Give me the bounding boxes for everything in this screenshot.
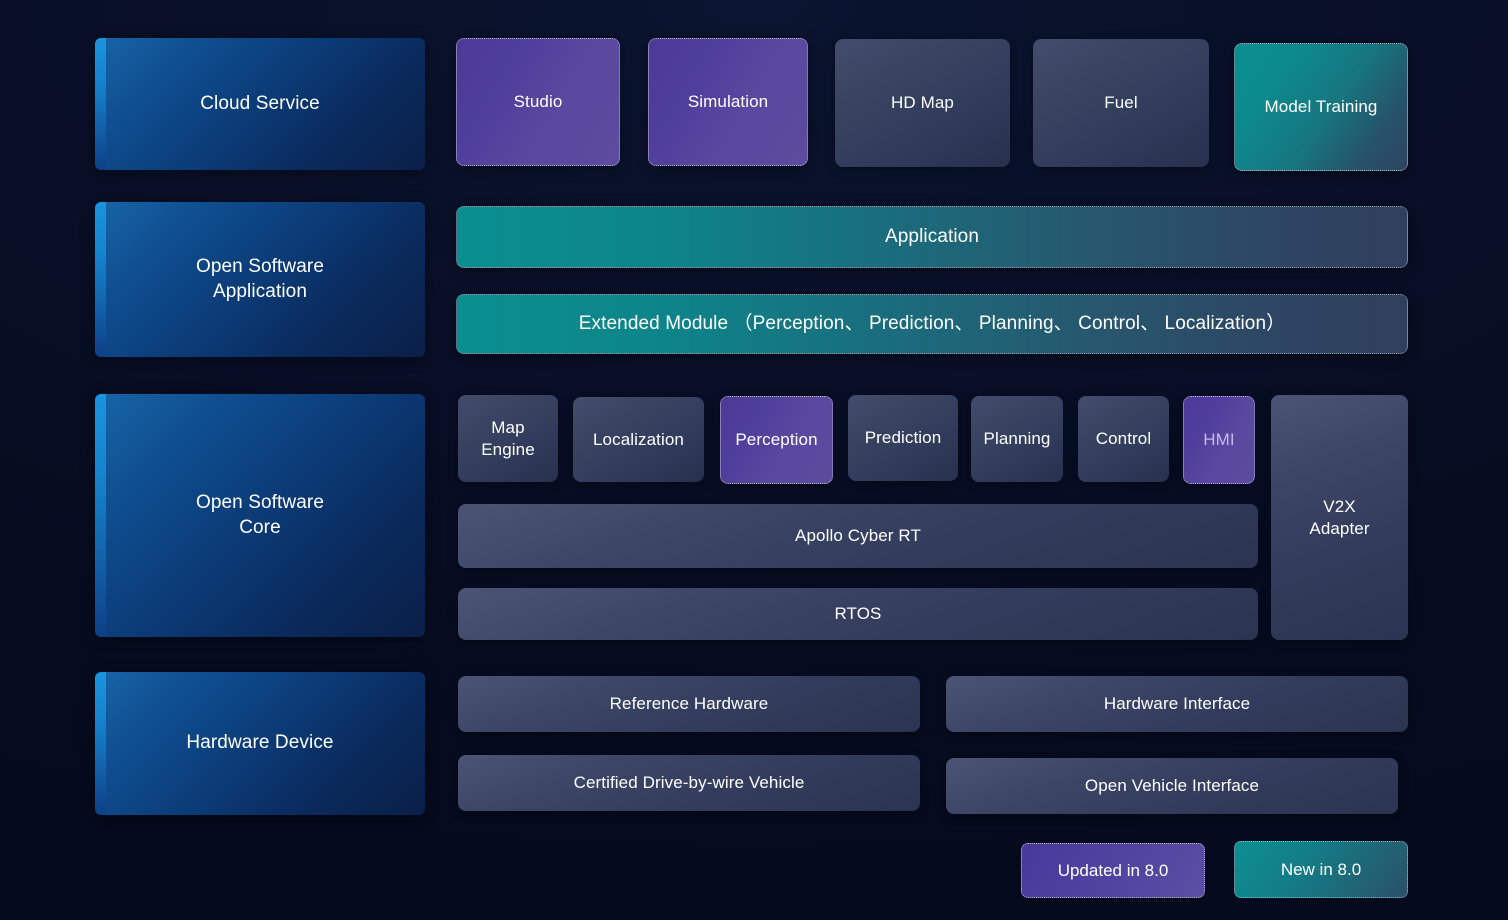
module-label: Planning	[983, 429, 1051, 449]
stage-card-open-software-core[interactable]: Open Software Core	[95, 394, 425, 637]
module-label: Application	[884, 225, 980, 247]
stage-card-open-software-application[interactable]: Open Software Application	[95, 202, 425, 357]
module-label: HMI	[1203, 430, 1235, 450]
module-hmi[interactable]: HMI	[1183, 396, 1255, 484]
module-prediction[interactable]: Prediction	[848, 395, 958, 481]
stage-card-label: Hardware Device	[186, 732, 334, 754]
module-label: Simulation	[687, 92, 769, 112]
module-label: Apollo Cyber RT	[795, 526, 921, 546]
stage-card-label: Cloud Service	[200, 92, 320, 114]
module-model-training[interactable]: Model Training	[1234, 43, 1408, 171]
module-application[interactable]: Application	[456, 206, 1408, 268]
module-label: Prediction	[864, 428, 942, 448]
module-label: Extended Module （Perception、 Prediction、…	[578, 312, 1286, 334]
module-perception[interactable]: Perception	[720, 396, 833, 484]
module-fuel[interactable]: Fuel	[1033, 39, 1209, 167]
module-label: Map Engine	[481, 417, 535, 459]
stage-card-label: Open Software Application	[195, 256, 325, 302]
stage-card-cloud-service[interactable]: Cloud Service	[95, 38, 425, 170]
module-label: Reference Hardware	[609, 694, 769, 714]
legend-new-in-8[interactable]: New in 8.0	[1234, 841, 1408, 898]
module-label: RTOS	[834, 604, 882, 624]
stage-card-hardware-device[interactable]: Hardware Device	[95, 672, 425, 815]
module-v2x-adapter[interactable]: V2X Adapter	[1271, 395, 1408, 640]
module-extended-module[interactable]: Extended Module （Perception、 Prediction、…	[456, 294, 1408, 354]
module-certified-drive-by-wire-vehicle[interactable]: Certified Drive-by-wire Vehicle	[458, 755, 920, 811]
module-label: V2X Adapter	[1309, 496, 1370, 538]
module-hardware-interface[interactable]: Hardware Interface	[946, 676, 1408, 732]
module-hd-map[interactable]: HD Map	[835, 39, 1010, 167]
module-studio[interactable]: Studio	[456, 38, 620, 166]
module-localization[interactable]: Localization	[573, 397, 704, 482]
module-apollo-cyber-rt[interactable]: Apollo Cyber RT	[458, 504, 1258, 568]
module-label: Certified Drive-by-wire Vehicle	[573, 773, 805, 793]
module-reference-hardware[interactable]: Reference Hardware	[458, 676, 920, 732]
module-label: Open Vehicle Interface	[1084, 776, 1260, 796]
legend-label: New in 8.0	[1280, 859, 1362, 879]
module-rtos[interactable]: RTOS	[458, 588, 1258, 640]
stage-card-label: Open Software Core	[195, 492, 325, 538]
module-simulation[interactable]: Simulation	[648, 38, 808, 166]
module-map-engine[interactable]: Map Engine	[458, 395, 558, 482]
legend-label: Updated in 8.0	[1057, 860, 1169, 880]
module-planning[interactable]: Planning	[971, 396, 1063, 482]
module-label: Localization	[593, 429, 684, 449]
module-control[interactable]: Control	[1078, 396, 1169, 482]
module-label: Fuel	[1104, 93, 1138, 113]
module-label: Hardware Interface	[1103, 694, 1251, 714]
module-label: HD Map	[891, 93, 954, 113]
legend-updated-in-8[interactable]: Updated in 8.0	[1021, 843, 1205, 898]
module-open-vehicle-interface[interactable]: Open Vehicle Interface	[946, 758, 1398, 814]
module-label: Model Training	[1264, 97, 1378, 117]
module-label: Studio	[513, 92, 563, 112]
module-label: Perception	[735, 430, 818, 450]
module-label: Control	[1095, 429, 1152, 449]
